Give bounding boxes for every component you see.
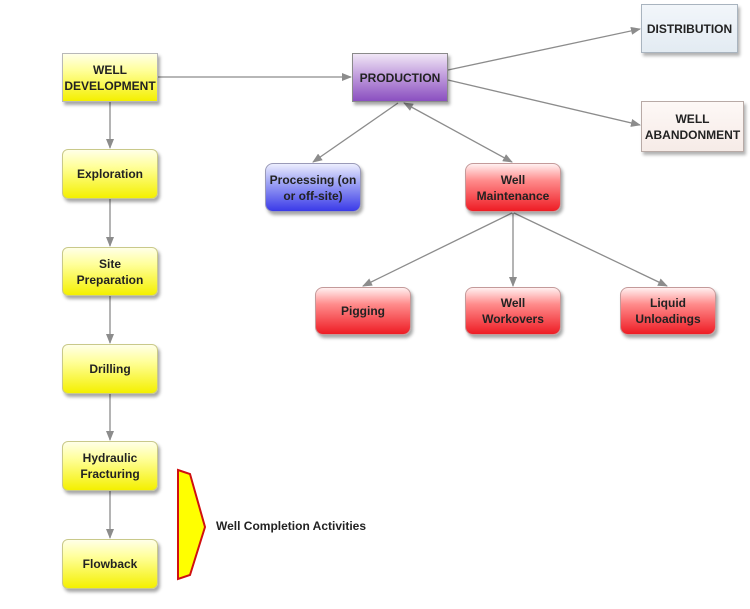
node-flowback-label: Flowback	[82, 557, 138, 571]
node-liquid-unloadings[interactable]: Liquid Unloadings	[620, 287, 716, 335]
node-site-preparation-line2: Preparation	[76, 272, 144, 287]
arrow-production-to-distribution	[447, 26, 641, 71]
node-distribution[interactable]: DISTRIBUTION	[641, 4, 738, 53]
node-exploration[interactable]: Exploration	[62, 149, 158, 199]
well-completion-activities-label: Well Completion Activities	[216, 519, 367, 533]
node-pigging-label: Pigging	[341, 304, 385, 318]
node-drilling-label: Drilling	[89, 362, 131, 376]
arrow-production-well-maintenance	[403, 102, 513, 163]
node-well-abandonment[interactable]: WELL ABANDONMENT	[641, 101, 744, 152]
node-site-preparation[interactable]: Site Preparation	[62, 247, 158, 296]
node-processing-line2: or off-site)	[283, 188, 343, 203]
node-well-development[interactable]: WELL DEVELOPMENT	[62, 53, 158, 102]
node-distribution-label: DISTRIBUTION	[646, 21, 733, 36]
node-well-workovers-line1: Well	[500, 296, 526, 310]
node-well-maintenance-line2: Maintenance	[476, 188, 550, 203]
node-well-development-line1: WELL	[93, 62, 127, 77]
node-processing[interactable]: Processing (on or off-site)	[265, 163, 361, 212]
node-well-maintenance-line1: Well	[500, 172, 526, 187]
node-site-preparation-line1: Site	[98, 256, 121, 271]
node-liquid-unloadings-line2: Unloadings	[635, 312, 701, 326]
node-well-development-line2: DEVELOPMENT	[64, 78, 156, 93]
node-liquid-unloadings-line1: Liquid	[650, 296, 686, 310]
node-flowback[interactable]: Flowback	[62, 539, 158, 589]
node-processing-line1: Processing (on	[269, 172, 357, 187]
arrow-production-to-well-abandonment	[447, 79, 641, 127]
node-well-abandonment-line2: ABANDONMENT	[644, 127, 741, 142]
node-hydraulic-fracturing-line1: Hydraulic	[82, 451, 138, 465]
node-drilling[interactable]: Drilling	[62, 344, 158, 394]
node-hydraulic-fracturing-line2: Fracturing	[80, 467, 140, 481]
arrow-production-to-processing	[312, 102, 399, 163]
arrow-well-maintenance-to-pigging	[362, 212, 513, 287]
node-hydraulic-fracturing[interactable]: Hydraulic Fracturing	[62, 441, 158, 491]
node-exploration-label: Exploration	[76, 167, 143, 181]
node-pigging[interactable]: Pigging	[315, 287, 411, 335]
node-well-abandonment-line1: WELL	[675, 111, 710, 126]
node-production[interactable]: PRODUCTION	[352, 53, 448, 102]
node-well-workovers-line2: Workovers	[482, 312, 544, 326]
node-well-maintenance[interactable]: Well Maintenance	[465, 163, 561, 212]
arrow-well-maintenance-to-liquid-unloadings	[513, 212, 668, 287]
node-production-label: PRODUCTION	[359, 70, 441, 85]
well-completion-brace	[177, 468, 207, 581]
node-well-workovers[interactable]: Well Workovers	[465, 287, 561, 335]
